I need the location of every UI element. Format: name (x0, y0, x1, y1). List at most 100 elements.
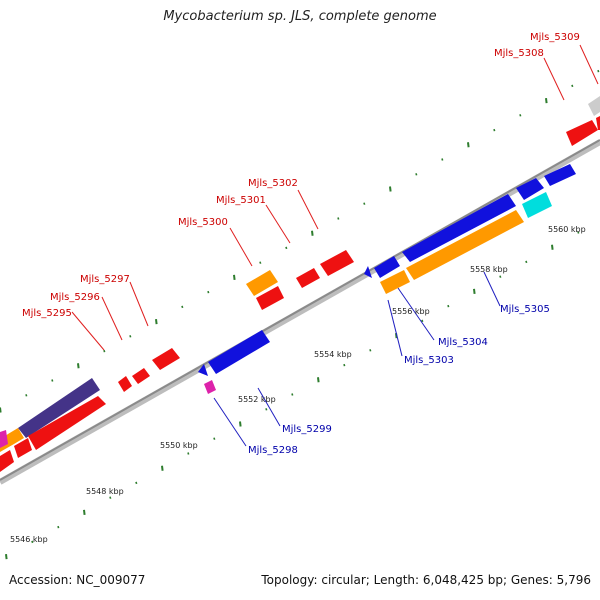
gene-red[interactable] (118, 376, 132, 392)
gene-red[interactable] (28, 396, 106, 450)
gene-red[interactable] (152, 348, 180, 370)
gene-red[interactable] (596, 116, 600, 130)
scale-label: 5556 kbp (392, 307, 430, 316)
tick-mark (187, 452, 190, 455)
tick-mark (77, 363, 80, 369)
tick-mark (545, 97, 548, 104)
tick-mark (519, 114, 522, 117)
tick-mark (369, 349, 372, 352)
tick-mark (291, 393, 294, 396)
tick-mark (259, 261, 262, 264)
accession-text: Accession: NC_009077 (9, 573, 146, 587)
tick-mark (31, 540, 34, 544)
tick-mark (493, 128, 496, 132)
gene-blue[interactable] (364, 266, 372, 278)
gene-label-bottom[interactable]: Mjls_5304 (438, 337, 488, 348)
tick-mark (473, 288, 476, 295)
tick-mark (467, 142, 470, 148)
scale-label: 5554 kbp (314, 350, 352, 359)
gene-blue[interactable] (544, 164, 576, 186)
gene-label-bottom[interactable]: Mjls_5299 (282, 424, 332, 435)
gene-red[interactable] (296, 268, 320, 288)
gene-red[interactable] (14, 438, 32, 458)
gene-red[interactable] (0, 450, 14, 472)
gene-navy[interactable] (18, 378, 100, 438)
tick-mark (551, 244, 554, 250)
gene-label-bottom[interactable]: Mjls_5298 (248, 445, 298, 456)
scale-label: 5560 kbp (548, 225, 586, 234)
gene-blue[interactable] (198, 364, 208, 376)
gene-orange[interactable] (246, 270, 278, 296)
scale-label: 5546 kbp (10, 535, 48, 544)
map-title: Mycobacterium sp. JLS, complete genome (163, 9, 437, 24)
gene-label-bottom[interactable]: Mjls_5303 (404, 355, 454, 366)
tick-mark (5, 553, 8, 560)
tick-mark (83, 509, 86, 516)
gene-red[interactable] (320, 250, 354, 276)
scale-label: 5548 kbp (86, 487, 124, 496)
gene-red[interactable] (256, 286, 284, 310)
tick-mark (233, 274, 236, 281)
gene-cyan[interactable] (522, 192, 552, 218)
gene-label-top[interactable]: Mjls_5300 (178, 217, 228, 228)
tick-mark (213, 437, 216, 440)
gene-label-top[interactable]: Mjls_5301 (216, 195, 266, 206)
tick-mark (597, 69, 600, 73)
tick-mark (389, 186, 392, 192)
gene-blue[interactable] (402, 194, 516, 262)
topology-summary: Topology: circular; Length: 6,048,425 bp… (261, 573, 591, 587)
gene-label-top[interactable]: Mjls_5296 (50, 292, 100, 303)
tick-mark (311, 230, 314, 236)
gene-magenta[interactable] (0, 430, 8, 448)
tick-mark (51, 379, 54, 382)
gene-label-top[interactable]: Mjls_5309 (530, 32, 580, 43)
tick-mark (363, 202, 366, 205)
gene-label-top[interactable]: Mjls_5297 (80, 274, 130, 285)
tick-mark (57, 525, 60, 529)
tick-mark (343, 363, 346, 367)
gene-features (0, 96, 600, 472)
tick-mark (441, 158, 444, 161)
gene-orange[interactable] (406, 210, 524, 280)
tick-mark (337, 217, 340, 220)
tick-mark (317, 377, 320, 383)
scale-label: 5552 kbp (238, 395, 276, 404)
tick-mark (421, 319, 424, 323)
gene-blue[interactable] (516, 178, 544, 200)
tick-mark (571, 84, 574, 88)
tick-mark (155, 318, 158, 325)
gene-red[interactable] (566, 120, 598, 146)
gene-label-top[interactable]: Mjls_5308 (494, 48, 544, 59)
tick-mark (265, 408, 268, 411)
tick-mark (181, 305, 184, 309)
tick-mark (25, 394, 28, 397)
gene-label-top[interactable]: Mjls_5302 (248, 178, 298, 189)
tick-mark (161, 465, 164, 471)
scale-label: 5558 kbp (470, 265, 508, 274)
gene-grey[interactable] (588, 96, 600, 116)
gene-orange[interactable] (380, 270, 410, 294)
tick-mark (109, 496, 112, 499)
tick-mark (525, 260, 528, 264)
tick-mark (499, 275, 502, 278)
leader-lines (71, 44, 599, 447)
tick-mark (415, 173, 418, 176)
tick-mark (207, 290, 210, 294)
tick-mark (135, 481, 138, 485)
tick-mark (239, 421, 242, 427)
gene-orange[interactable] (0, 428, 24, 452)
gene-red[interactable] (132, 368, 150, 384)
tick-mark (285, 246, 288, 250)
gene-label-bottom[interactable]: Mjls_5305 (500, 304, 550, 315)
tick-mark (447, 304, 450, 308)
scale-label: 5550 kbp (160, 441, 198, 450)
gene-label-top[interactable]: Mjls_5295 (22, 308, 72, 319)
tick-mark (0, 407, 2, 413)
gene-blue[interactable] (374, 256, 400, 278)
gene-blue[interactable] (208, 330, 270, 374)
gene-magenta[interactable] (204, 380, 216, 394)
tick-mark (129, 335, 132, 338)
tick-marks (0, 69, 600, 560)
tick-mark (577, 231, 580, 234)
